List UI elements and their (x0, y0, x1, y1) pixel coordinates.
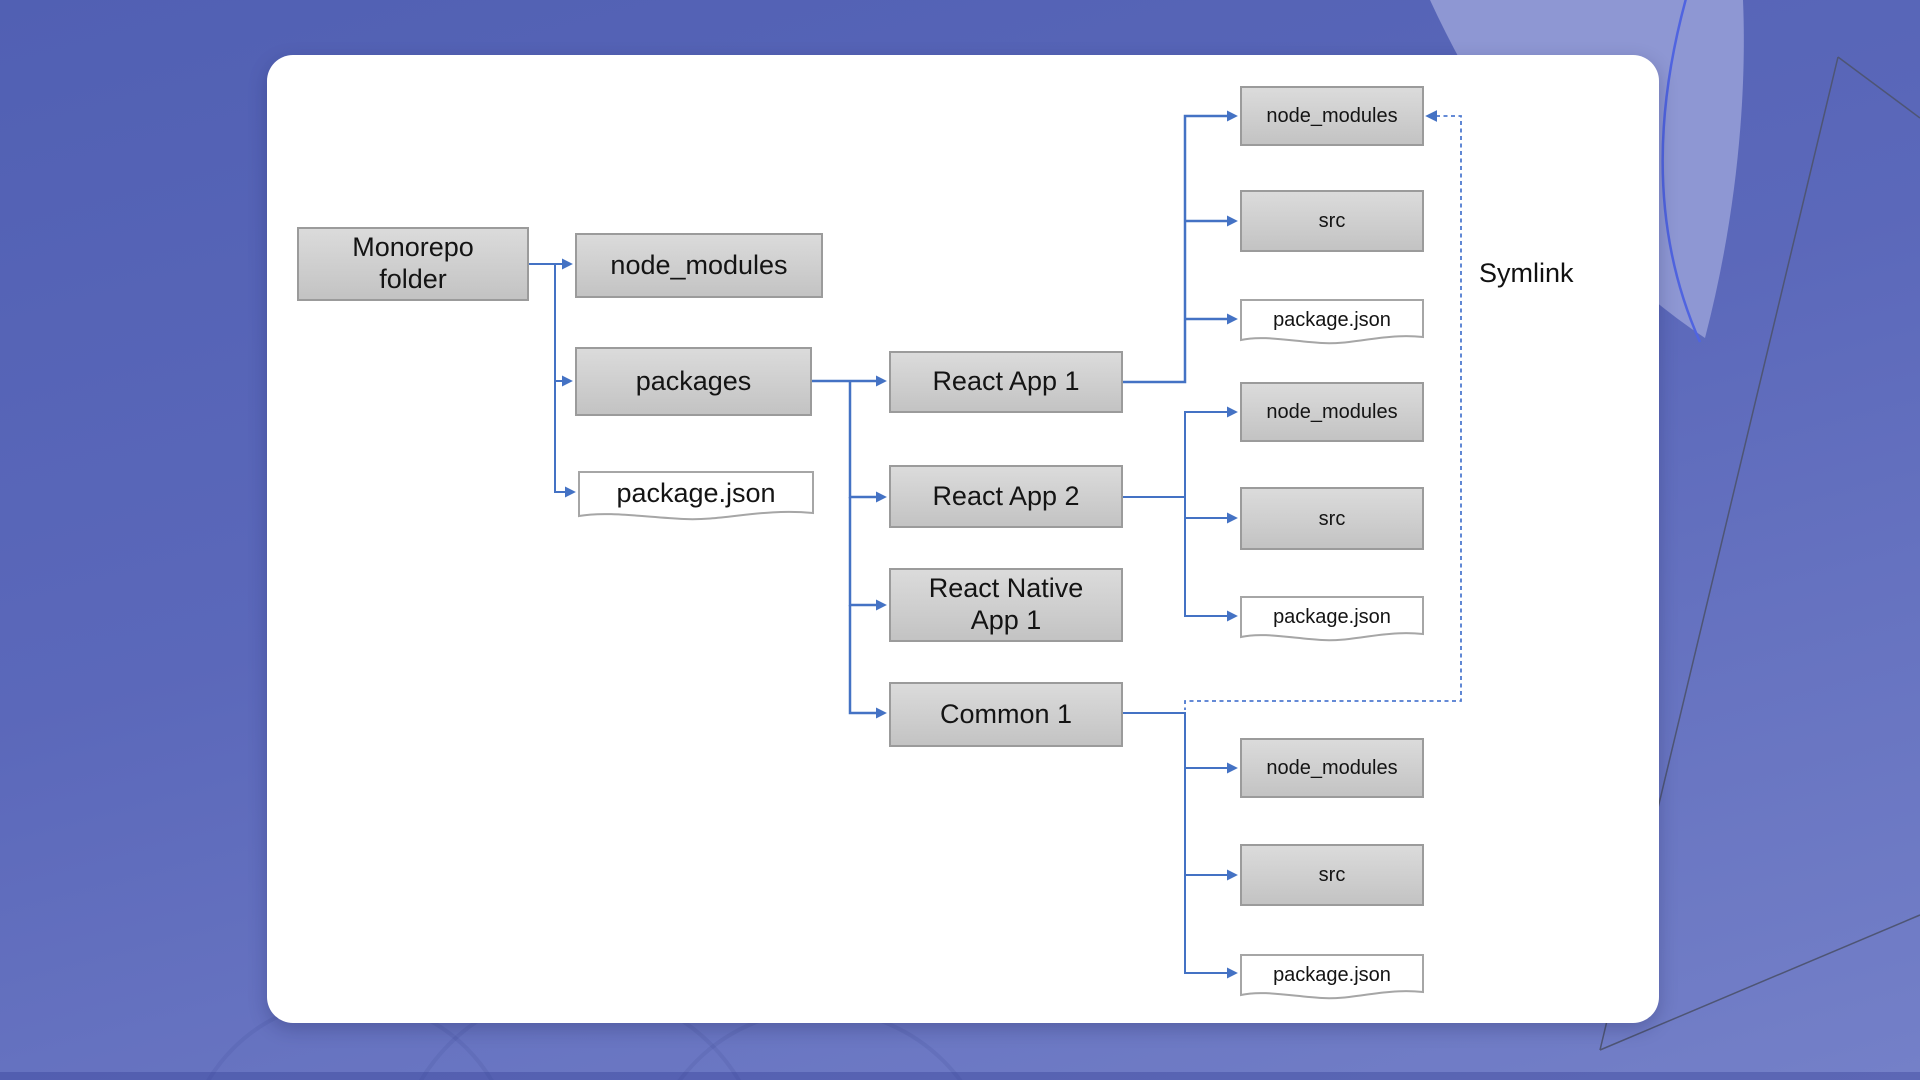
node-label: node_modules (1266, 401, 1398, 423)
connector-packages-apps (812, 375, 887, 719)
bg-blue-curve (1661, 0, 1702, 343)
node-app2-node-modules: node_modules (1240, 382, 1424, 442)
node-common-1: Common 1 (889, 682, 1123, 747)
bottom-strip (0, 1072, 1920, 1080)
node-app1-package-json: package.json (1240, 299, 1424, 349)
node-app2-src: src (1240, 487, 1424, 550)
connector-app2-children (1123, 406, 1238, 622)
node-label: React App 1 (932, 366, 1080, 397)
connector-monorepo-children (529, 258, 576, 498)
node-root-package-json: package.json (578, 471, 814, 525)
node-label: packages (635, 365, 752, 396)
node-label: package.json (1273, 964, 1391, 986)
document-shape (1240, 299, 1424, 345)
node-common1-node-modules: node_modules (1240, 738, 1424, 798)
node-label: package.json (1273, 606, 1391, 628)
node-packages: packages (575, 347, 812, 416)
connector-layer (529, 110, 1462, 979)
node-app1-src: src (1240, 190, 1424, 252)
node-monorepo-folder: Monorepo folder (297, 227, 529, 301)
document-shape (1240, 954, 1424, 1000)
node-react-app-1: React App 1 (889, 351, 1123, 413)
node-label: package.json (1273, 309, 1391, 331)
node-app2-package-json: package.json (1240, 596, 1424, 646)
node-label: React App 2 (932, 480, 1080, 511)
document-shape (1240, 596, 1424, 642)
connector-app1-children (1123, 110, 1238, 384)
node-label: Common 1 (939, 698, 1073, 729)
node-label: React Native App 1 (928, 573, 1084, 635)
node-label: node_modules (1266, 757, 1398, 779)
node-label: src (1318, 507, 1346, 530)
node-label: package.json (616, 478, 776, 509)
node-label: Monorepo folder (352, 232, 474, 294)
symlink-dotted-connector (1184, 110, 1462, 710)
node-react-native-app-1: React Native App 1 (889, 568, 1123, 642)
node-react-app-2: React App 2 (889, 465, 1123, 528)
node-label: src (1318, 864, 1346, 886)
node-label: node_modules (1266, 105, 1398, 127)
symlink-label: Symlink (1479, 258, 1574, 288)
node-label: src (1318, 210, 1346, 232)
node-common1-src: src (1240, 844, 1424, 906)
node-label: node_modules (610, 249, 788, 280)
connector-common1-children (1123, 712, 1238, 979)
node-common1-package-json: package.json (1240, 954, 1424, 1004)
document-shape (578, 471, 814, 521)
node-app1-node-modules: node_modules (1240, 86, 1424, 146)
diagram-card: Monorepo folder node_modules packages pa… (267, 55, 1659, 1023)
node-root-node-modules: node_modules (575, 233, 823, 298)
